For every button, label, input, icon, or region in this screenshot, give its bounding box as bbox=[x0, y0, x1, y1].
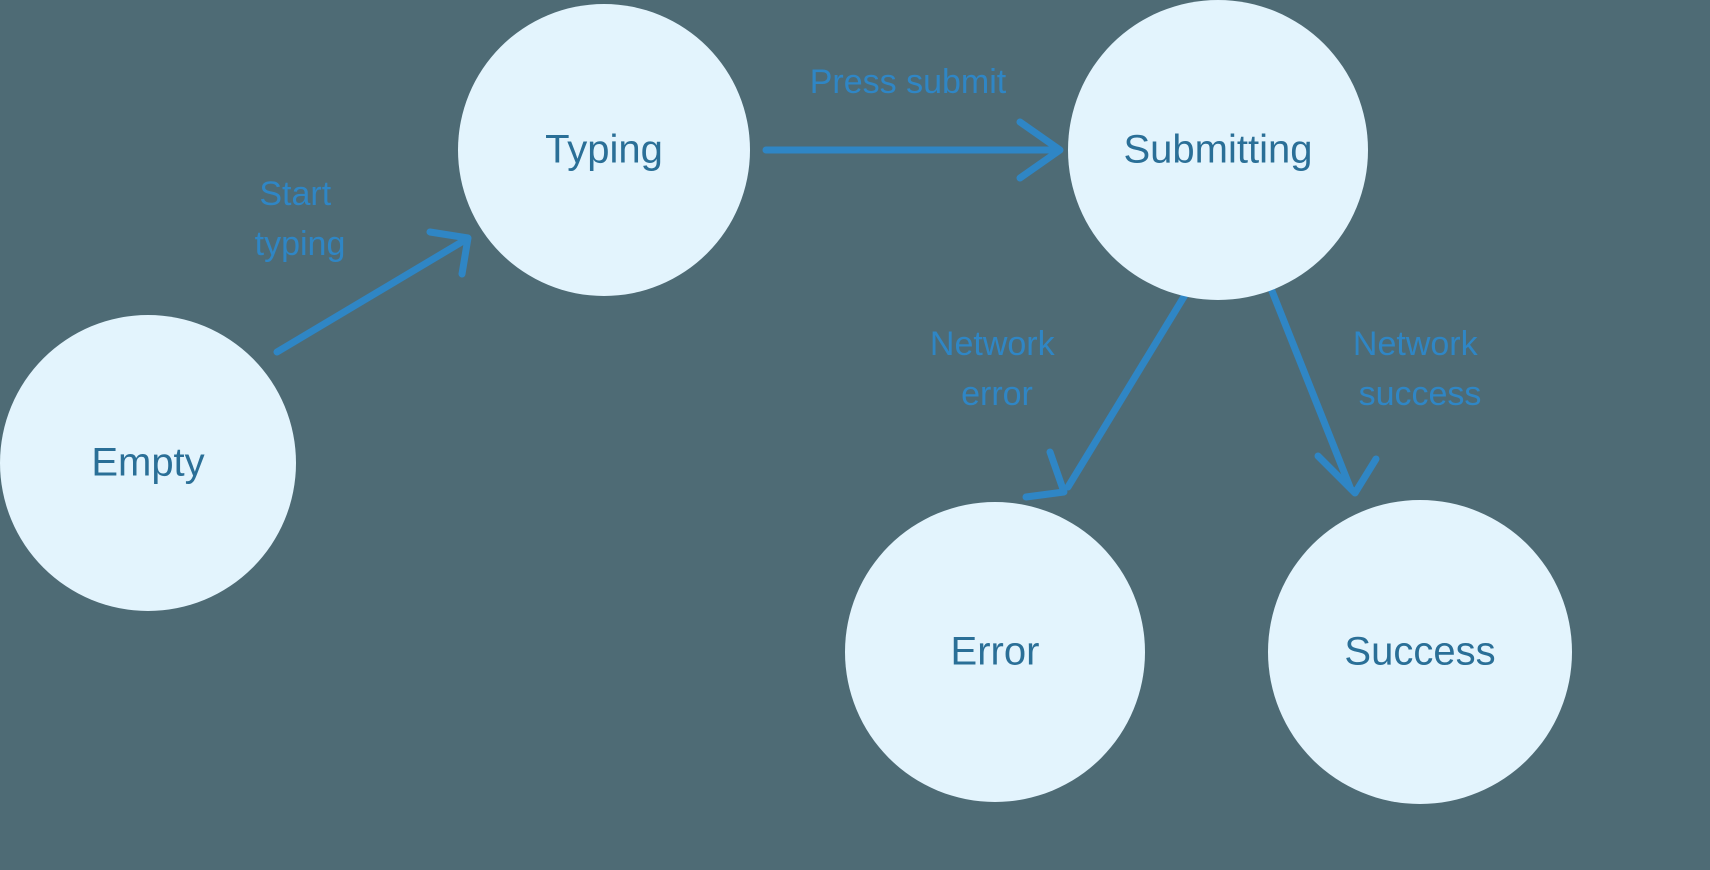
arrowhead-submitting-to-success bbox=[1314, 452, 1380, 497]
node-error[interactable]: Error bbox=[845, 502, 1145, 802]
node-empty-label: Empty bbox=[91, 441, 204, 485]
arrowhead-empty-to-typing bbox=[426, 228, 472, 278]
edge-typing-to-submitting bbox=[762, 118, 1064, 182]
node-error-label: Error bbox=[951, 630, 1040, 674]
edge-label-start-typing: Start typing bbox=[255, 175, 346, 263]
node-success[interactable]: Success bbox=[1268, 500, 1572, 804]
node-success-circle[interactable] bbox=[1268, 500, 1572, 804]
node-typing-label: Typing bbox=[545, 128, 663, 172]
node-submitting-label: Submitting bbox=[1124, 128, 1313, 172]
edge-submitting-to-success bbox=[1268, 287, 1380, 497]
node-typing[interactable]: Typing bbox=[458, 4, 750, 296]
edge-line-submitting-to-error bbox=[1064, 291, 1189, 491]
node-empty[interactable]: Empty bbox=[0, 315, 296, 611]
edge-label-network-error: Network error bbox=[930, 325, 1064, 413]
edge-line-submitting-to-success bbox=[1268, 287, 1354, 491]
arrowhead-typing-to-submitting bbox=[1016, 118, 1064, 182]
arrowhead-submitting-to-error bbox=[1022, 448, 1068, 501]
edge-label-network-success: Network success bbox=[1353, 325, 1487, 413]
node-typing-circle[interactable] bbox=[458, 4, 750, 296]
edge-line-empty-to-typing bbox=[273, 236, 469, 356]
node-error-circle[interactable] bbox=[845, 502, 1145, 802]
node-empty-circle[interactable] bbox=[0, 315, 296, 611]
node-success-label: Success bbox=[1344, 630, 1495, 674]
edge-empty-to-typing bbox=[273, 228, 472, 356]
node-submitting[interactable]: Submitting bbox=[1068, 0, 1368, 300]
edge-label-press-submit: Press submit bbox=[810, 63, 1007, 101]
node-submitting-circle[interactable] bbox=[1068, 0, 1368, 300]
edge-submitting-to-error bbox=[1022, 291, 1189, 501]
